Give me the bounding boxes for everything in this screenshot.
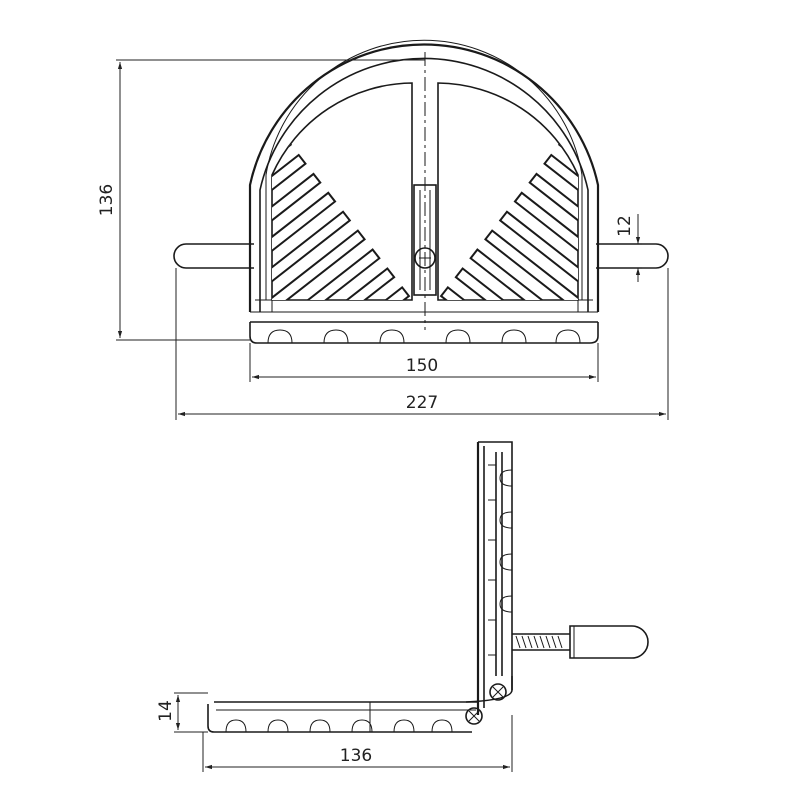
side-view: 14 136 [156, 441, 649, 772]
dim-label-side-depth: 136 [340, 746, 372, 766]
front-tread-edge [249, 321, 599, 344]
dim-label-tread-width: 150 [406, 356, 438, 376]
dim-label-front-height: 136 [97, 184, 117, 216]
dim-tube-diameter: 12 [615, 214, 656, 282]
dim-side-height: 14 [156, 692, 208, 733]
corner-hinge [465, 676, 513, 725]
dim-side-depth: 136 [202, 715, 513, 772]
center-hinge [413, 52, 437, 330]
dim-tread-width: 150 [249, 343, 599, 382]
mounting-tube [173, 243, 669, 269]
vertical-bracket [476, 441, 513, 715]
tread-right [437, 82, 579, 301]
dim-label-tube-diameter: 12 [615, 215, 635, 237]
dim-overall-width: 227 [175, 268, 669, 420]
front-view: 136 12 150 227 [97, 39, 669, 420]
tread-left [271, 82, 413, 301]
side-tube [512, 625, 649, 659]
step-housing [248, 39, 600, 313]
dim-label-overall-width: 227 [406, 393, 438, 413]
dim-label-side-height: 14 [156, 700, 176, 722]
dim-front-height: 136 [97, 59, 425, 341]
side-tread [207, 701, 478, 733]
